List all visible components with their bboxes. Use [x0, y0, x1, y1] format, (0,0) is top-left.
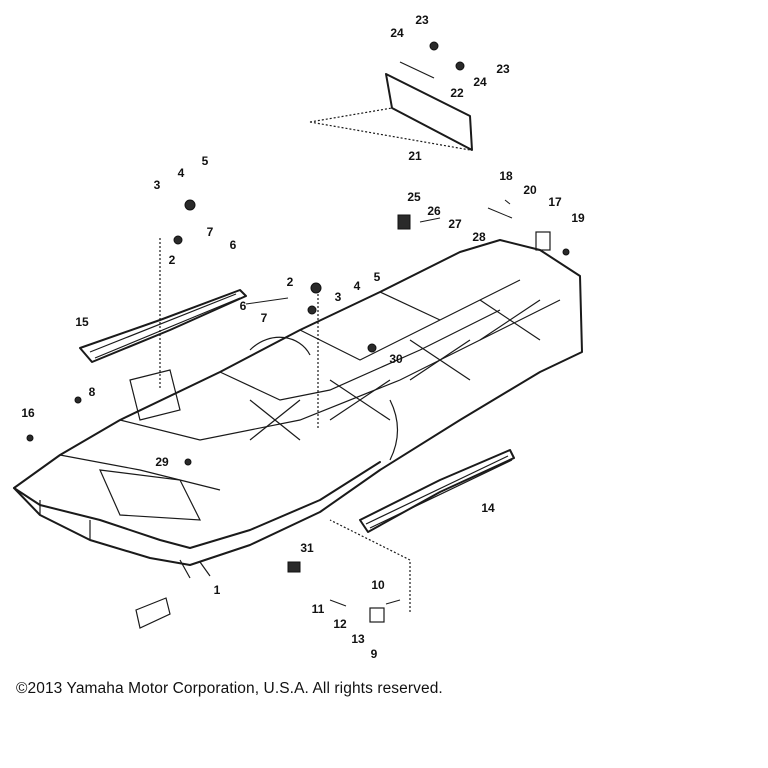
callout-label: 28 [472, 230, 486, 244]
bolt-part [184, 199, 196, 211]
bracket-part [535, 231, 551, 251]
callout-label: 20 [523, 183, 537, 197]
callout-label: 19 [571, 211, 585, 225]
callout-label: 10 [371, 578, 385, 592]
callout-label: 2 [287, 275, 294, 289]
guide-lines [159, 107, 471, 612]
callout-label: 12 [333, 617, 347, 631]
callout-label: 16 [21, 406, 35, 420]
callout-label: 17 [548, 195, 562, 209]
callout-label: 4 [354, 279, 361, 293]
bolt-shaft [245, 199, 513, 607]
callout-label: 15 [75, 315, 89, 329]
left-footrest-tread [89, 293, 241, 359]
bolt-part [455, 61, 465, 71]
callout-label: 31 [300, 541, 314, 555]
latch-part [369, 607, 385, 623]
bracket-part [397, 214, 411, 230]
callout-label: 4 [178, 166, 185, 180]
callout-label: 7 [261, 311, 268, 325]
bolt-part [310, 282, 322, 294]
callout-label: 24 [473, 75, 487, 89]
bolt-part [429, 41, 439, 51]
bolt-part [562, 248, 570, 256]
callout-label: 6 [230, 238, 237, 252]
callout-label: 26 [427, 204, 441, 218]
callout-label: 23 [496, 62, 510, 76]
bolt-part [173, 235, 183, 245]
panel-rod [399, 61, 435, 79]
callout-label: 13 [351, 632, 365, 646]
callout-label: 23 [415, 13, 429, 27]
bolt-part [307, 305, 317, 315]
callout-label: 25 [407, 190, 421, 204]
callout-label: 7 [207, 225, 214, 239]
left-footrest [79, 289, 247, 363]
bolt-part [74, 396, 82, 404]
copyright-notice: ©2013 Yamaha Motor Corporation, U.S.A. A… [16, 680, 443, 697]
callout-label: 3 [154, 178, 161, 192]
top-panel [385, 73, 473, 151]
callout-label: 29 [155, 455, 169, 469]
callout-label: 3 [335, 290, 342, 304]
right-footrest [359, 449, 515, 533]
main-frame [13, 239, 583, 579]
callout-label: 21 [408, 149, 422, 163]
bolt-part [26, 434, 34, 442]
callout-label: 6 [240, 299, 247, 313]
callout-label: 9 [371, 647, 378, 661]
decal-part [135, 597, 171, 629]
callout-label: 5 [202, 154, 209, 168]
right-footrest-tread [365, 455, 513, 529]
callout-label: 18 [499, 169, 513, 183]
callout-label: 11 [312, 602, 325, 616]
callout-label: 22 [450, 86, 464, 100]
callout-label: 30 [389, 352, 403, 366]
fitting-part [287, 561, 301, 573]
callout-label: 27 [448, 217, 462, 231]
callout-label: 14 [481, 501, 495, 515]
callout-label: 2 [169, 253, 176, 267]
bolt-part [184, 458, 192, 466]
callout-label: 24 [390, 26, 404, 40]
callout-label: 1 [214, 583, 221, 597]
callout-label: 5 [374, 270, 381, 284]
callout-label: 8 [89, 385, 96, 399]
bolt-part [367, 343, 377, 353]
